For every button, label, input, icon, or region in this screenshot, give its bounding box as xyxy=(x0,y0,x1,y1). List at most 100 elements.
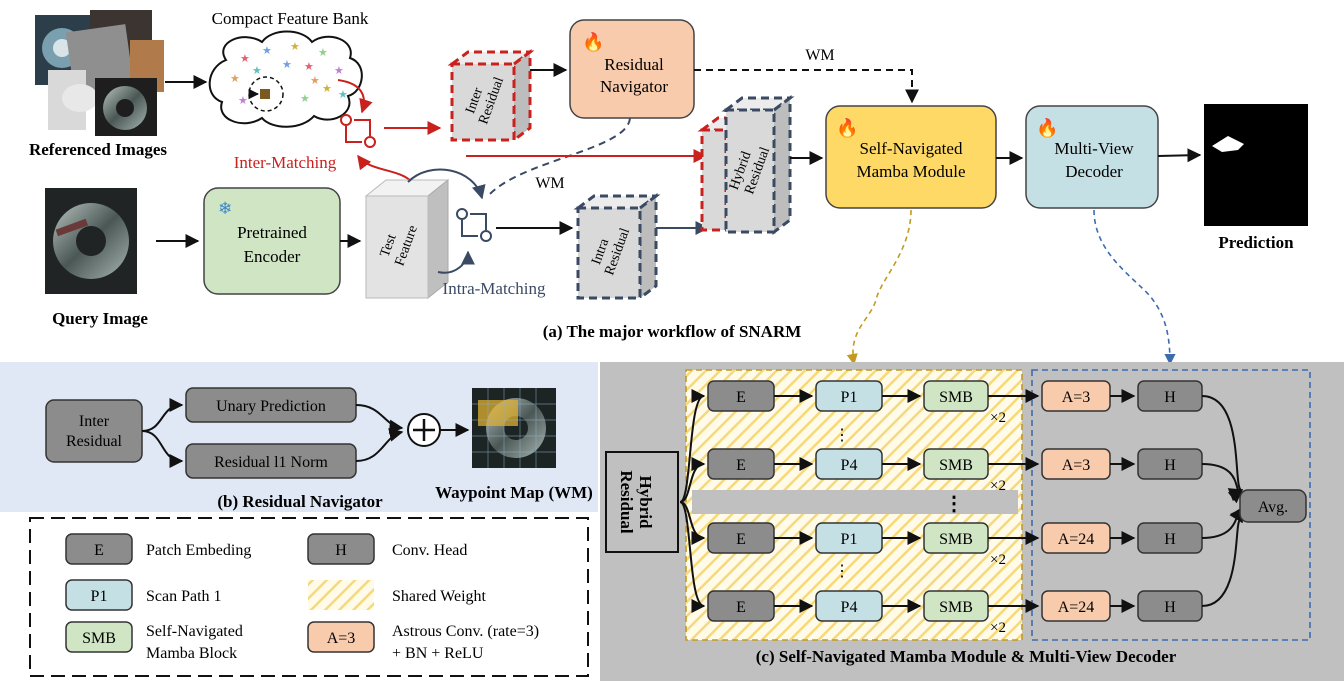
smm-flame-icon: 🔥 xyxy=(836,117,858,138)
arrow-decoder-to-prediction xyxy=(1157,148,1202,163)
arrow-b-split-down xyxy=(141,430,184,468)
svg-text:★: ★ xyxy=(338,89,348,101)
row-1-h-label: H xyxy=(1164,389,1176,406)
arrow-input-to-row-4 xyxy=(679,501,706,613)
legend-shared-desc: Shared Weight xyxy=(392,588,487,605)
arrow-feature-to-intra-bottom xyxy=(437,250,475,274)
row-1-p-label: P1 xyxy=(841,389,858,406)
svg-text:★: ★ xyxy=(238,95,248,107)
arrow-h-to-avg-row-2 xyxy=(1201,463,1244,504)
row-3-smb-label: SMB xyxy=(939,531,973,548)
caption-a: (a) The major workflow of SNARM xyxy=(543,322,802,341)
svg-text:★: ★ xyxy=(290,41,300,53)
svg-text:★: ★ xyxy=(300,93,310,105)
row-4-h-label: H xyxy=(1164,599,1176,616)
row-3-a-label: A=24 xyxy=(1058,531,1095,548)
svg-text:★: ★ xyxy=(252,65,262,77)
row-3-e-label: E xyxy=(736,531,746,548)
svg-text:★: ★ xyxy=(262,45,272,57)
row-1-smb-label: SMB xyxy=(939,389,973,406)
inter-residual-block: Inter Residual xyxy=(447,49,535,143)
row-2-p-label: P4 xyxy=(841,457,858,474)
panel-c-hybrid-label-1: Hybrid xyxy=(636,476,655,529)
waypoint-map-label: Waypoint Map (WM) xyxy=(435,483,593,502)
svg-text:★: ★ xyxy=(230,73,240,85)
row-2-a-label: A=3 xyxy=(1062,457,1091,474)
smm-label-1: Self-Navigated xyxy=(860,139,963,158)
legend-smb-desc-2: Mamba Block xyxy=(146,645,237,662)
legend-smb-desc-1: Self-Navigated xyxy=(146,623,243,640)
panel-b-inter-label-2: Residual xyxy=(66,433,123,450)
legend-smb: SMB Self-Navigated Mamba Block xyxy=(65,621,243,662)
legend-p1-key: P1 xyxy=(91,588,108,605)
intra-matching-icon xyxy=(456,208,492,242)
arrow-feature-to-intra-top xyxy=(407,168,486,200)
unary-prediction-label: Unary Prediction xyxy=(216,398,326,415)
row-4-e-label: E xyxy=(736,599,746,616)
svg-text:★: ★ xyxy=(334,65,344,77)
feature-bank-cloud: ★★ ★★ ★★ ★★ ★★ ★★ ★★ xyxy=(208,30,363,128)
row-1-e-label: E xyxy=(736,389,746,406)
row-2-e-label: E xyxy=(736,457,746,474)
arrow-b-split-up xyxy=(141,398,184,432)
residual-norm-box: Residual l1 Norm xyxy=(185,443,357,479)
caption-b: (b) Residual Navigator xyxy=(217,492,383,511)
connector-decoder-to-panel-c xyxy=(1093,209,1176,366)
connector-smm-to-panel-c xyxy=(846,209,912,366)
legend-p1: P1 Scan Path 1 xyxy=(65,579,222,611)
legend-e: E Patch Embeding xyxy=(65,533,251,565)
feature-bank-label: Compact Feature Bank xyxy=(212,9,369,28)
legend-e-desc: Patch Embeding xyxy=(146,542,251,559)
row-2-h-label: H xyxy=(1164,457,1176,474)
residual-navigator-box: 🔥 Residual Navigator xyxy=(569,19,695,119)
avg-label: Avg. xyxy=(1258,499,1288,516)
arrow-h-to-avg-row-4 xyxy=(1201,507,1243,607)
legend-a-desc-1: Astrous Conv. (rate=3) xyxy=(392,623,539,640)
plus-icon xyxy=(407,413,441,447)
arrow-input-to-row-2 xyxy=(679,457,706,503)
row-3-multiplier: ×2 xyxy=(990,552,1006,568)
svg-text:★: ★ xyxy=(240,53,250,65)
svg-text:★: ★ xyxy=(322,83,332,95)
row-4-a-label: A=24 xyxy=(1058,599,1095,616)
arrow-bank-to-matching xyxy=(337,79,373,114)
legend-smb-key: SMB xyxy=(82,630,116,647)
ellipsis-middle: ⋮ xyxy=(944,493,964,515)
referenced-images xyxy=(35,10,164,136)
navigator-label-1: Residual xyxy=(604,55,664,74)
wm-label-top: WM xyxy=(805,47,834,64)
pretrained-encoder-box: ❄ Pretrained Encoder xyxy=(203,187,341,295)
self-navigated-mamba-module-box: 🔥 Self-Navigated Mamba Module xyxy=(825,105,997,209)
panel-b-inter-residual-box: Inter Residual xyxy=(45,399,143,463)
legend-p1-desc: Scan Path 1 xyxy=(146,588,222,605)
ellipsis-row3: ⋮ xyxy=(834,563,850,580)
test-feature-label-1: Test xyxy=(378,232,400,259)
legend-e-key: E xyxy=(94,542,104,559)
hybrid-residual-input-box: Hybrid Residual xyxy=(605,451,679,553)
panel-c-hybrid-label-2: Residual xyxy=(617,470,636,534)
prediction-label: Prediction xyxy=(1218,233,1294,252)
svg-text:★: ★ xyxy=(310,75,320,87)
multi-view-decoder-box: 🔥 Multi-View Decoder xyxy=(1025,105,1159,209)
legend-h-desc: Conv. Head xyxy=(392,542,467,559)
legend-a-key: A=3 xyxy=(327,630,356,647)
legend-a-desc-2: + BN + ReLU xyxy=(392,645,484,662)
decoder-label-2: Decoder xyxy=(1065,162,1123,181)
referenced-images-label: Referenced Images xyxy=(29,140,167,159)
decoder-flame-icon: 🔥 xyxy=(1036,117,1058,138)
decoder-region xyxy=(1031,369,1311,641)
prediction-mask xyxy=(1204,104,1308,226)
middle-gray-band xyxy=(692,490,1018,514)
intra-matching-label: Intra-Matching xyxy=(443,279,546,298)
inter-matching-icon xyxy=(340,114,376,148)
snowflake-icon: ❄ xyxy=(218,199,232,218)
wm-label-mid: WM xyxy=(535,175,564,192)
prediction-blob xyxy=(1212,136,1244,152)
encoder-label-1: Pretrained xyxy=(237,223,307,242)
navigator-flame-icon: 🔥 xyxy=(582,31,604,52)
intra-residual-block: Intra Residual xyxy=(573,193,661,301)
arrow-b-merge-down xyxy=(355,427,404,462)
avg-box: Avg. xyxy=(1239,489,1307,523)
